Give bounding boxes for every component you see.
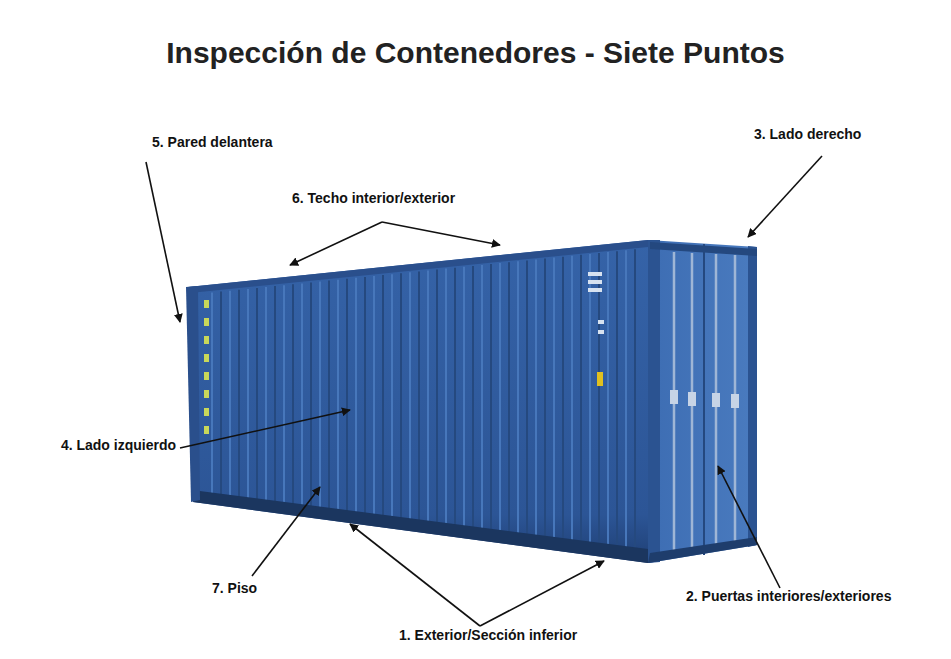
bottom-rail — [192, 490, 648, 563]
corrugation-rib — [571, 256, 573, 541]
corrugation-rib — [391, 274, 393, 517]
corrugation-rib — [508, 262, 510, 532]
corrugation-rib — [400, 273, 402, 518]
callout-label: 4. Lado izquierdo — [61, 437, 176, 453]
container-side — [188, 240, 648, 563]
corrugation-rib — [292, 284, 294, 504]
corrugation-rib — [211, 293, 213, 494]
callout-label: 2. Puertas interiores/exteriores — [686, 588, 891, 604]
corrugation-rib — [427, 271, 429, 522]
corrugation-rib — [481, 265, 483, 529]
corrugation-rib — [562, 257, 564, 540]
corrugation-rib — [301, 283, 303, 505]
corrugation-rib — [256, 288, 258, 499]
corrugation-rib — [490, 264, 492, 530]
callout-label: 3. Lado derecho — [754, 126, 861, 142]
corrugation-rib — [589, 254, 591, 543]
corrugation-rib — [535, 259, 537, 536]
corrugation-rib — [238, 290, 240, 497]
corrugation-rib — [274, 286, 276, 501]
corrugation-rib — [544, 259, 546, 538]
corrugation-rib — [526, 260, 528, 535]
door-post — [648, 240, 660, 563]
diagram-title: Inspección de Contenedores - Siete Punto… — [166, 36, 784, 70]
corrugation-rib — [580, 255, 582, 542]
corrugation-rib — [364, 277, 366, 514]
callout-label: 5. Pared delantera — [152, 134, 273, 150]
corrugation-rib — [634, 249, 636, 549]
corrugation-rib — [625, 250, 627, 548]
corrugation-rib — [598, 253, 600, 545]
corrugation-rib — [445, 269, 447, 525]
door-header — [650, 242, 757, 256]
corrugation-rib — [328, 281, 330, 509]
locking-bars — [674, 252, 735, 552]
callout-label: 1. Exterior/Sección inferior — [399, 627, 577, 643]
corrugation-rib — [436, 270, 438, 523]
leader-lines — [146, 156, 822, 626]
callout-label: 7. Piso — [212, 580, 257, 596]
corrugation-rib — [463, 267, 465, 527]
warning-sticker — [597, 372, 603, 386]
corrugation-rib — [355, 278, 357, 513]
door-sill — [648, 537, 757, 563]
door-seam — [703, 244, 705, 555]
front-post — [186, 286, 200, 502]
corrugation-rib — [409, 272, 411, 519]
corrugation-rib — [283, 285, 285, 503]
corrugation-rib — [337, 280, 339, 510]
corrugation-rib — [310, 282, 312, 506]
corrugation-rib — [499, 263, 501, 531]
top-rail — [188, 240, 648, 293]
callout-label: 6. Techo interior/exterior — [292, 190, 455, 206]
corrugation-rib — [553, 258, 555, 539]
corrugation-rib — [319, 282, 321, 508]
corrugation-rib — [472, 266, 474, 528]
corrugation-rib — [418, 271, 420, 520]
door-handles — [670, 390, 739, 408]
logo-marking — [204, 300, 209, 434]
corrugation-rib — [220, 292, 222, 495]
corrugation-rib — [229, 291, 231, 496]
corrugation-rib — [382, 275, 384, 516]
door-post — [748, 246, 757, 547]
corrugation-rib — [265, 287, 267, 500]
corrugation-rib — [616, 251, 618, 547]
corrugation-rib — [346, 279, 348, 511]
corrugation-rib — [607, 252, 609, 546]
corrugation-rib — [517, 261, 519, 534]
corrugation-rib — [373, 276, 375, 515]
corrugation-rib — [454, 268, 456, 526]
side-markings — [588, 272, 604, 334]
door-end — [648, 240, 757, 563]
corrugation-rib — [247, 289, 249, 498]
